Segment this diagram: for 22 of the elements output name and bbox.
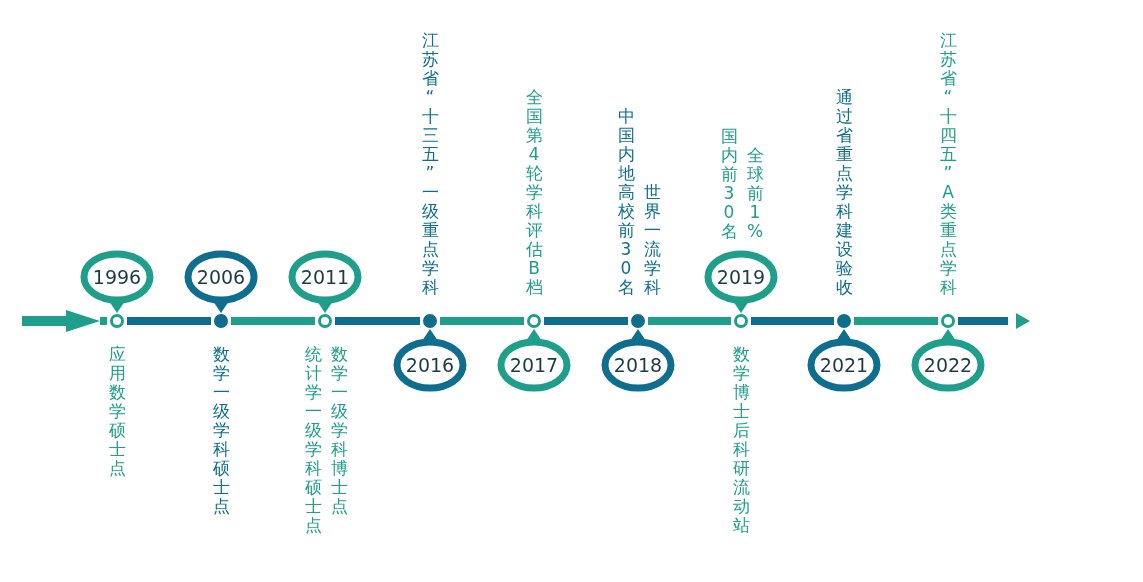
- year-label: 2021: [818, 353, 870, 377]
- milestone-text: 世界一流学科: [643, 183, 661, 297]
- milestone-text: 国内前30名: [720, 127, 738, 241]
- milestone-text: 全国第4轮学科评估B档: [525, 88, 543, 297]
- year-label: 2016: [404, 353, 456, 377]
- year-label: 2018: [612, 353, 664, 377]
- year-label: 2019: [715, 265, 767, 289]
- year-label: 1996: [91, 265, 143, 289]
- milestone-text: 数学博士后科研流动站: [732, 345, 750, 535]
- year-label: 2017: [508, 353, 560, 377]
- year-label: 2011: [299, 265, 351, 289]
- year-label: 2006: [195, 265, 247, 289]
- milestone-text: 中国内地高校前30名: [617, 107, 635, 297]
- milestone-text: 数学一级学科硕士点: [212, 345, 230, 516]
- milestone-text: 数学一级学科博士点: [330, 345, 348, 516]
- milestone-text: 江苏省“十三五”一级重点学科: [421, 31, 439, 297]
- milestone-text: 应用数学硕士点: [108, 345, 126, 478]
- milestone-text: 统计学一级学科硕士点: [304, 345, 322, 535]
- milestone-text: 江苏省“十四五”A类重点学科: [939, 31, 957, 297]
- year-label: 2022: [922, 353, 974, 377]
- milestone-text: 通过省重点学科建设验收: [835, 88, 853, 297]
- milestone-text: 全球前1%: [746, 146, 764, 241]
